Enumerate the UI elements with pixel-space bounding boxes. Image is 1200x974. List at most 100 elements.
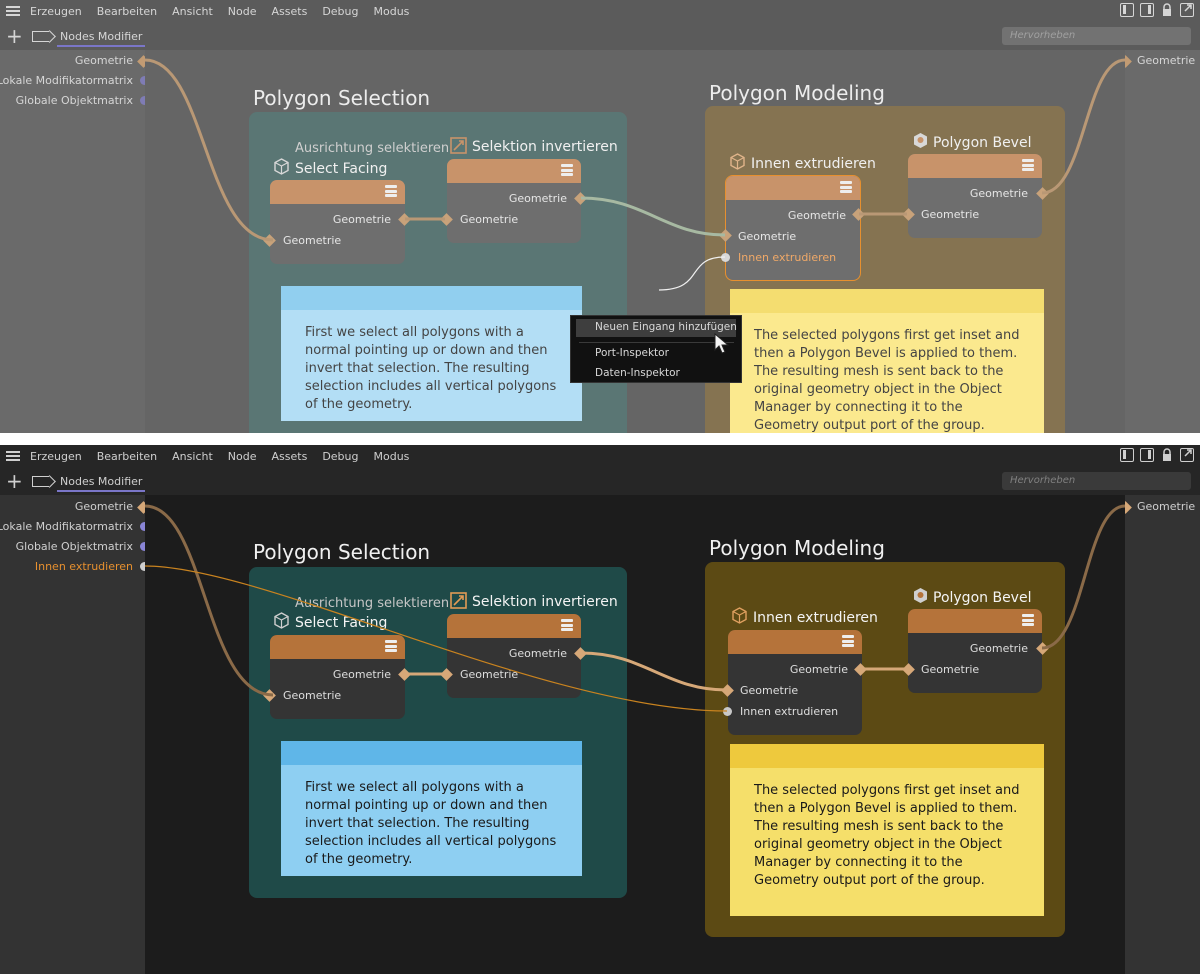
- node-menu-icon[interactable]: [840, 181, 852, 193]
- add-icon[interactable]: +: [6, 469, 23, 493]
- note-header: [281, 286, 582, 310]
- menu-modus[interactable]: Modus: [373, 4, 410, 18]
- note-header: [281, 741, 582, 765]
- bevel-input-label: Geometrie: [921, 663, 980, 676]
- node-header[interactable]: [447, 159, 581, 183]
- menu-assets[interactable]: Assets: [271, 4, 308, 18]
- input-globale-objektmatrix-port[interactable]: [140, 542, 149, 551]
- ctx-separator: [579, 342, 734, 343]
- node-header[interactable]: [908, 154, 1042, 178]
- panel-separator: [0, 433, 1200, 445]
- polygon-bevel-node[interactable]: Geometrie Geometrie: [908, 154, 1042, 238]
- bottom-wires: [144, 504, 1126, 712]
- hamburger-menu-icon[interactable]: [6, 6, 20, 16]
- panel-left-icon[interactable]: [1120, 448, 1134, 462]
- node-header[interactable]: [270, 635, 405, 659]
- menu-ansicht[interactable]: Ansicht: [172, 449, 213, 463]
- menu-debug[interactable]: Debug: [322, 4, 359, 18]
- tab-nodes-modifier[interactable]: Nodes Modifier: [57, 29, 146, 47]
- node-canvas[interactable]: Polygon Selection Polygon Modeling Ausri…: [144, 50, 1126, 433]
- node-canvas[interactable]: Polygon Selection Polygon Modeling Ausri…: [144, 495, 1126, 974]
- panel-left-icon[interactable]: [1120, 3, 1134, 17]
- invert-selection-icon: [450, 137, 467, 154]
- input-innen-extrudieren-port[interactable]: [140, 562, 149, 571]
- polygon-selection-note[interactable]: First we select all polygons with a norm…: [281, 741, 582, 876]
- node-menu-icon[interactable]: [1022, 614, 1034, 626]
- input-lokale-modifikatormatrix-port[interactable]: [140, 522, 149, 531]
- panel-right-icon[interactable]: [1140, 3, 1154, 17]
- extrude-node[interactable]: Geometrie Geometrie Innen extrudieren: [725, 175, 861, 281]
- node-header[interactable]: [728, 630, 862, 654]
- context-menu: Neuen Eingang hinzufügen Port-Inspektor …: [570, 315, 742, 383]
- tab-nodes-modifier[interactable]: Nodes Modifier: [57, 474, 146, 492]
- input-lokale-modifikatormatrix-port[interactable]: [140, 76, 149, 85]
- node-menu-icon[interactable]: [385, 640, 397, 652]
- menu-debug[interactable]: Debug: [322, 449, 359, 463]
- output-geometrie-label: Geometrie: [1137, 54, 1196, 67]
- lock-icon[interactable]: [1160, 448, 1174, 462]
- add-icon[interactable]: +: [6, 24, 23, 48]
- menu-bearbeiten[interactable]: Bearbeiten: [96, 4, 158, 18]
- polygon-modeling-note[interactable]: The selected polygons first get inset an…: [730, 744, 1044, 916]
- select-facing-subtitle: Ausrichtung selektieren: [295, 596, 450, 611]
- extrude-input-geometrie-label: Geometrie: [740, 684, 799, 697]
- note-text: First we select all polygons with a norm…: [305, 780, 557, 867]
- input-geometrie-label: Geometrie: [74, 54, 133, 67]
- wire-innen-extrudieren-input: [144, 565, 728, 712]
- ctx-neuen-eingang[interactable]: Neuen Eingang hinzufügen: [595, 321, 737, 333]
- menu-ansicht[interactable]: Ansicht: [172, 4, 213, 18]
- popout-icon[interactable]: [1180, 448, 1194, 462]
- node-header[interactable]: [447, 614, 581, 638]
- hamburger-menu-icon[interactable]: [6, 451, 20, 461]
- cube-select-icon: [273, 612, 290, 629]
- tag-icon[interactable]: [32, 476, 49, 487]
- extrude-in-innen-port[interactable]: [721, 253, 730, 262]
- panel-right-icon[interactable]: [1140, 448, 1154, 462]
- ctx-daten-inspektor[interactable]: Daten-Inspektor: [595, 367, 680, 379]
- window-controls: [1120, 448, 1194, 462]
- extrude-output-label: Geometrie: [789, 663, 848, 676]
- input-globale-objektmatrix-port[interactable]: [140, 96, 149, 105]
- extrude-input-innen-label: Innen extrudieren: [740, 705, 839, 718]
- menu-erzeugen[interactable]: Erzeugen: [30, 449, 82, 463]
- node-header[interactable]: [908, 609, 1042, 633]
- node-menu-icon[interactable]: [561, 164, 573, 176]
- lock-icon[interactable]: [1160, 3, 1174, 17]
- node-header[interactable]: [270, 180, 405, 204]
- polygon-selection-title: Polygon Selection: [253, 540, 431, 564]
- menu-node[interactable]: Node: [227, 4, 257, 18]
- invert-selection-icon: [450, 592, 467, 609]
- select-facing-node[interactable]: Geometrie Geometrie: [270, 635, 405, 719]
- search-input[interactable]: Hervorheben: [1002, 27, 1191, 45]
- node-menu-icon[interactable]: [561, 619, 573, 631]
- menu-modus[interactable]: Modus: [373, 449, 410, 463]
- extrude-in-innen-port[interactable]: [723, 707, 732, 716]
- search-input[interactable]: Hervorheben: [1002, 472, 1191, 490]
- wire-input-to-select-facing: [144, 504, 274, 697]
- node-menu-icon[interactable]: [385, 185, 397, 197]
- tag-icon[interactable]: [32, 31, 49, 42]
- select-facing-subtitle: Ausrichtung selektieren: [295, 141, 450, 156]
- menu-erzeugen[interactable]: Erzeugen: [30, 4, 82, 18]
- wire-invert-to-extrude: [580, 651, 728, 692]
- invert-input-label: Geometrie: [460, 213, 519, 226]
- polygon-bevel-node[interactable]: Geometrie Geometrie: [908, 609, 1042, 693]
- invert-selection-node[interactable]: Geometrie Geometrie: [447, 159, 581, 243]
- select-facing-input-label: Geometrie: [283, 689, 342, 702]
- polygon-modeling-note[interactable]: The selected polygons first get inset an…: [730, 289, 1044, 433]
- ctx-port-inspektor[interactable]: Port-Inspektor: [595, 347, 669, 359]
- extrude-input-geometrie-label: Geometrie: [738, 230, 797, 243]
- polygon-selection-note[interactable]: First we select all polygons with a norm…: [281, 286, 582, 421]
- menu-assets[interactable]: Assets: [271, 449, 308, 463]
- wire-invert-to-extrude: [580, 196, 726, 237]
- popout-icon[interactable]: [1180, 3, 1194, 17]
- menu-bearbeiten[interactable]: Bearbeiten: [96, 449, 158, 463]
- menu-node[interactable]: Node: [227, 449, 257, 463]
- node-menu-icon[interactable]: [1022, 159, 1034, 171]
- node-menu-icon[interactable]: [842, 635, 854, 647]
- invert-selection-title: Selektion invertieren: [472, 594, 618, 610]
- extrude-node[interactable]: Geometrie Geometrie Innen extrudieren: [728, 630, 862, 735]
- extrude-title: Innen extrudieren: [751, 156, 876, 172]
- select-facing-node[interactable]: Geometrie Geometrie: [270, 180, 405, 264]
- node-header[interactable]: [726, 176, 860, 200]
